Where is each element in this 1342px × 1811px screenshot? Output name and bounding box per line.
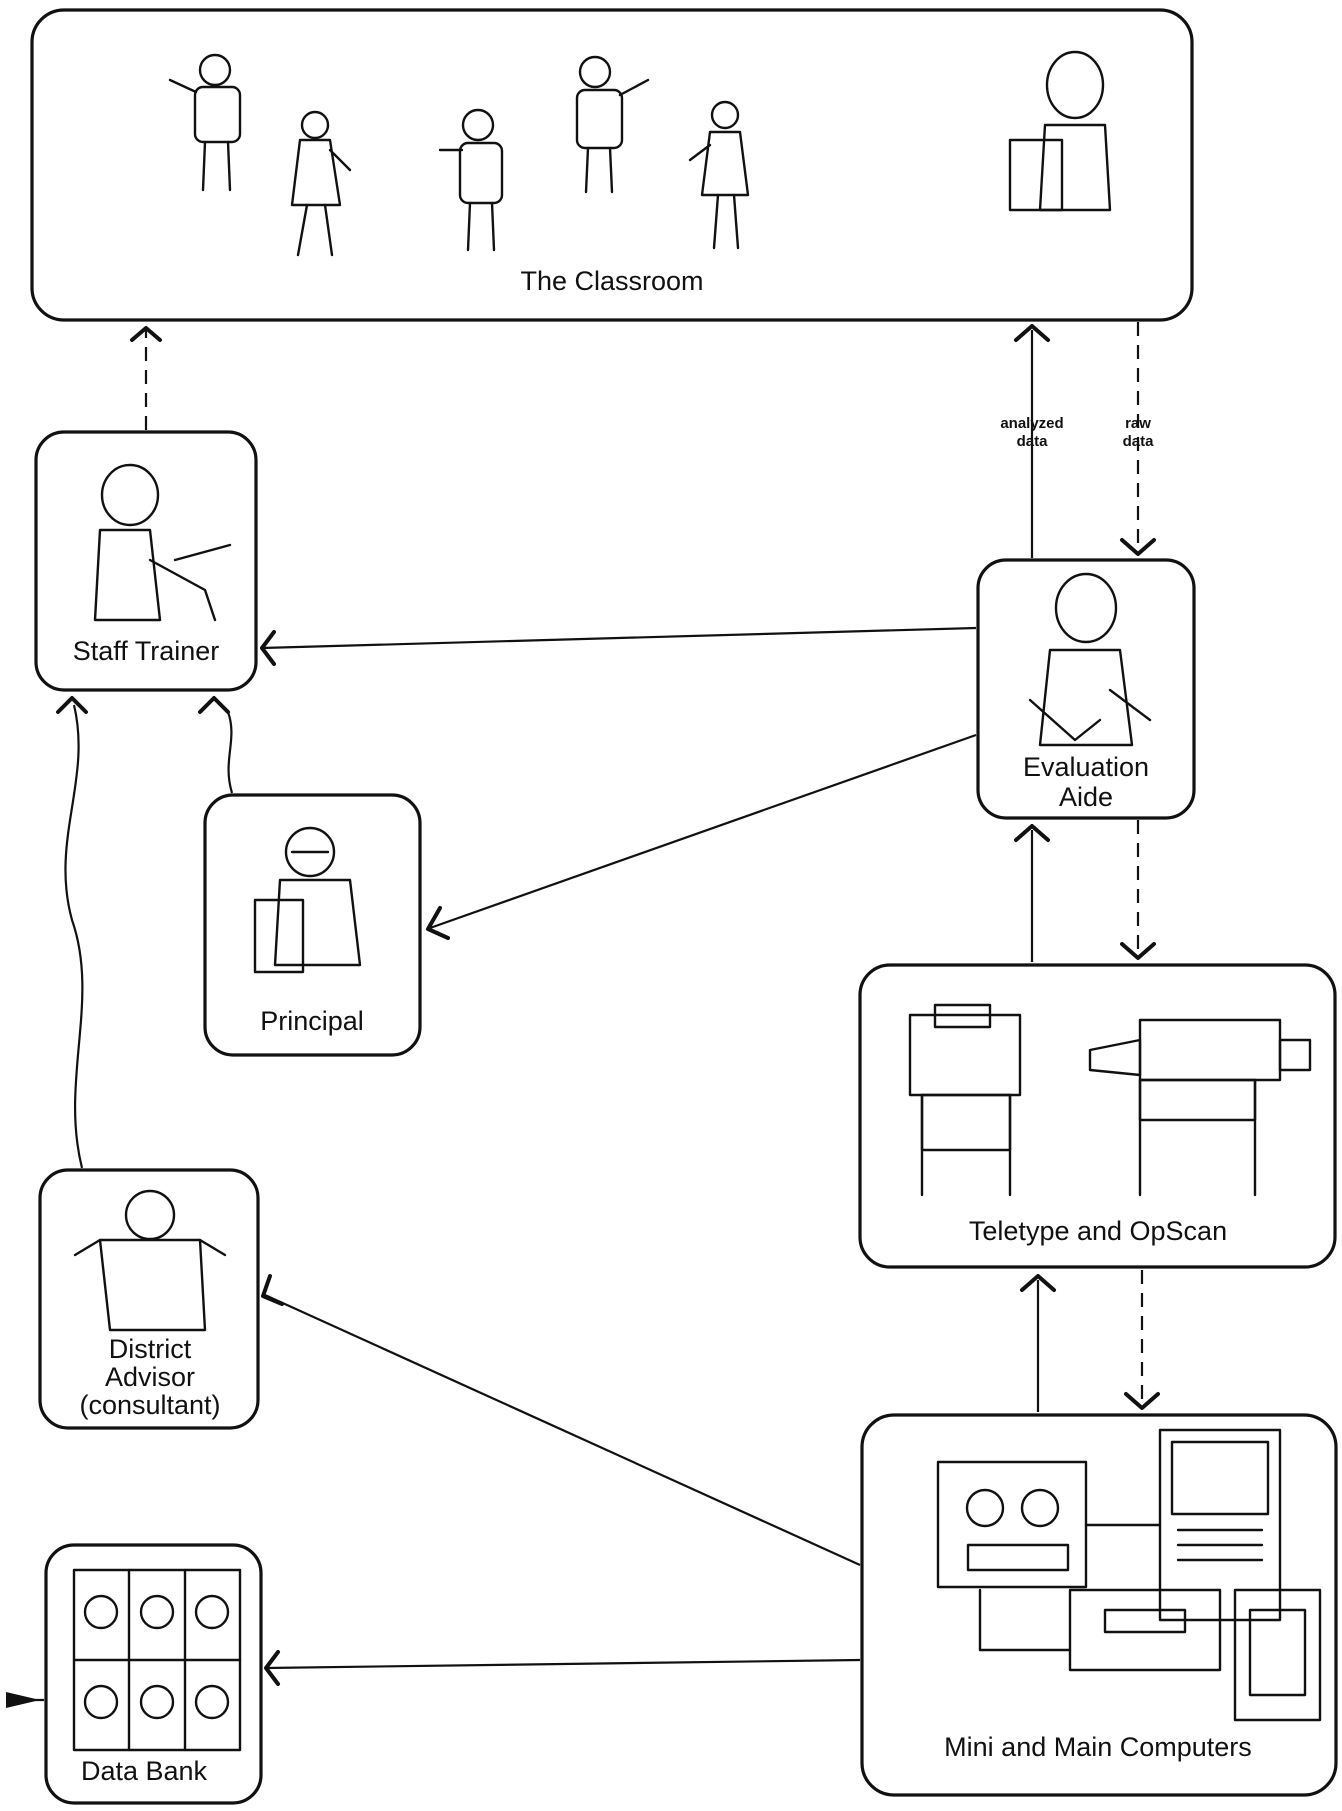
evaluation-aide-label-1: Evaluation — [1023, 752, 1149, 782]
edge-staff-trainer-to-classroom — [130, 326, 162, 430]
analyzed-data-label-2: data — [1017, 433, 1049, 450]
edge-analyzed-data-aide-to-classroom — [1014, 324, 1050, 558]
staff-trainer-illustration — [93, 463, 232, 622]
staff-trainer-label: Staff Trainer — [73, 636, 220, 666]
edge-principal-to-staff-trainer — [198, 696, 234, 794]
teletype-opscan-label: Teletype and OpScan — [969, 1216, 1227, 1246]
district-advisor-label-3: (consultant) — [79, 1390, 220, 1420]
staff-trainer-node: Staff Trainer — [34, 430, 258, 692]
data-bank-label: Data Bank — [81, 1756, 208, 1786]
opscan-illustration — [1088, 1018, 1312, 1197]
computers-node: Mini and Main Computers — [860, 1413, 1338, 1797]
teletype-opscan-node: Teletype and OpScan — [858, 963, 1337, 1269]
evaluation-aide-illustration — [1028, 572, 1152, 747]
district-advisor-node: District Advisor (consultant) — [38, 1168, 260, 1430]
teletype-illustration — [908, 1003, 1022, 1197]
district-advisor-label-2: Advisor — [105, 1362, 195, 1392]
edge-aide-to-staff-trainer — [260, 626, 977, 666]
district-advisor-label-1: District — [109, 1334, 192, 1364]
evaluation-aide-label-2: Aide — [1059, 782, 1113, 812]
principal-illustration — [253, 826, 362, 974]
edge-aide-to-teletype — [1120, 820, 1156, 960]
edge-teletype-to-aide — [1014, 824, 1050, 962]
evaluation-aide-node: Evaluation Aide — [976, 558, 1196, 820]
principal-node: Principal — [203, 793, 422, 1057]
analyzed-data-label-1: analyzed — [1000, 415, 1063, 432]
edge-computers-to-teletype — [1020, 1274, 1056, 1412]
edge-input-to-data-bank — [6, 1692, 44, 1708]
edge-computers-to-district-advisor — [261, 1274, 861, 1567]
tape-reels-grid — [72, 1568, 242, 1752]
classroom-node: The Classroom — [30, 8, 1194, 322]
edge-raw-data-classroom-to-aide — [1120, 322, 1156, 556]
classroom-label: The Classroom — [520, 266, 703, 296]
raw-data-label-2: data — [1123, 433, 1155, 450]
edge-district-advisor-to-staff-trainer — [56, 696, 88, 1169]
edge-computers-to-data-bank — [264, 1650, 861, 1686]
district-advisor-illustration — [73, 1189, 227, 1332]
computers-illustration — [936, 1428, 1322, 1722]
edge-aide-to-principal — [426, 733, 977, 940]
classroom-students-illustration — [168, 50, 1112, 257]
data-bank-node: Data Bank — [44, 1543, 263, 1805]
edge-teletype-to-computers — [1124, 1270, 1160, 1410]
principal-label: Principal — [260, 1006, 364, 1036]
raw-data-label-1: raw — [1125, 415, 1151, 432]
computers-label: Mini and Main Computers — [944, 1732, 1252, 1762]
